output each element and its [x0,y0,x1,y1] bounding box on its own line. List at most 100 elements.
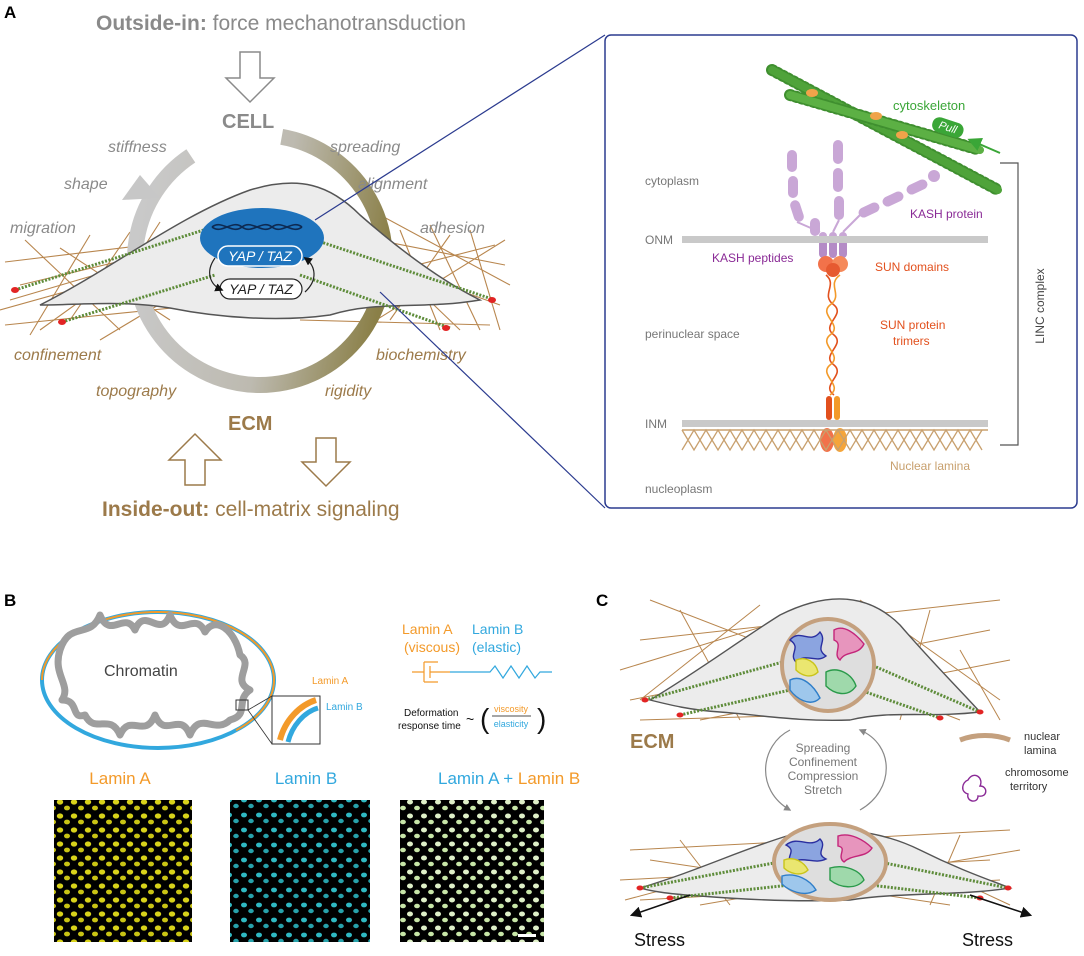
linc-complex-label: LINC complex [1033,268,1047,343]
stress-label-right: Stress [962,930,1013,950]
cycle-arrow-left [765,729,792,811]
yap-taz-cytoplasm-label: YAP / TAZ [229,281,293,297]
down-arrow-brown-icon [300,437,352,488]
sun-transmembrane [820,396,847,452]
inside-out-heading: Inside-out: cell-matrix signaling [102,498,400,521]
yap-taz-nuclear-badge [217,245,303,267]
image-title-merge: Lamin A + Lamin B [438,769,580,788]
micrograph-lamin-a [54,800,192,942]
nuclear-lamina-label: Nuclear lamina [890,459,970,473]
stress-arrow-right [969,894,1033,918]
nuclear-lamina-mesh [681,428,983,452]
cycle-word-2: Compression [788,769,859,783]
sun-domains [818,256,848,277]
actin-filaments [766,64,1004,196]
word-adhesion: adhesion [420,220,485,237]
sun-domains-label: SUN domains [875,260,949,274]
stress-arrow-left [629,894,691,918]
viscous-label: (viscous) [404,639,460,655]
zoom-line-bottom [379,291,606,509]
inm-membrane [682,420,988,427]
word-biochemistry: biochemistry [376,347,467,364]
zoom-box-large [271,695,321,745]
lamin-a-heading: Lamin A [402,621,453,637]
image-title-lamin-a: Lamin A [89,769,151,788]
cycle-word-3: Stretch [804,783,842,797]
tilde-label: ~ [466,711,474,727]
zoom-lamin-a [277,697,318,741]
image-title-lamin-b: Lamin B [275,769,337,788]
yap-taz-nuclear-label: YAP / TAZ [228,248,292,264]
pull-arrow [967,138,1001,154]
ecm-label-c: ECM [630,731,674,753]
lamin-b-small-label: Lamin B [326,702,363,713]
word-migration: migration [10,220,76,237]
chromatin-label: Chromatin [104,663,178,680]
shuttle-arrow-right [303,257,315,293]
onm-label: ONM [645,233,673,247]
dashpot-spring-model [412,661,552,683]
sun-trimers-label-1: SUN protein [880,318,945,332]
down-arrow-icon [224,51,276,104]
zoom-line-b1 [247,695,273,711]
kash-peptides-label: KASH peptides [712,251,793,265]
deformation-label-1: Deformation [404,708,458,719]
sun-trimers-label-2: trimers [893,334,930,348]
panel-c-label: C [596,591,608,610]
scale-bar [518,934,536,937]
cytoplasm-label: cytoplasm [645,174,699,188]
stress-label-left: Stress [634,930,685,950]
elastic-label: (elastic) [472,639,521,655]
cycle-word-1: Confinement [789,755,858,769]
zoom-lamin-b [285,705,319,743]
cycle-arrow-right [858,728,887,811]
focal-adhesions [11,287,496,331]
ecm-label: ECM [228,413,272,435]
inm-label: INM [645,417,667,431]
panel-b-label: B [4,591,16,610]
word-rigidity: rigidity [325,383,372,400]
legend-chrom-1: chromosome [1005,767,1069,779]
zoom-line-top [314,34,606,221]
word-shape: shape [64,176,108,193]
kash-protein-label: KASH protein [910,207,983,221]
micrograph-merge [400,800,544,942]
cycle-word-0: Spreading [796,741,851,755]
word-topography: topography [96,383,177,400]
dna-icon [211,223,303,231]
zoom-line-b2 [247,709,273,745]
nucleoplasm-label: nucleoplasm [645,482,712,496]
legend-lamina-icon [959,733,1011,743]
viscosity-label: viscosity [494,704,529,714]
lamin-b-heading: Lamin B [472,621,523,637]
cell-spread-top [619,598,1011,722]
elasticity-label: elasticity [494,719,529,729]
cell-label: CELL [222,111,274,133]
chromosome-territory-icon [962,774,987,802]
kash-links [796,212,863,233]
legend-chrom-2: territory [1010,781,1048,793]
nucleus-outline-orange [41,611,275,749]
perinuclear-label: perinuclear space [645,327,740,341]
up-arrow-icon [167,432,223,486]
word-alignment: alignment [358,176,428,193]
ring-arrowhead-icon [122,175,160,200]
onm-membrane [682,236,988,243]
word-spreading: spreading [330,139,400,156]
word-stiffness: stiffness [108,139,167,156]
sun-coiled-coil [825,274,841,396]
shuttle-arrow-left [209,257,224,292]
cytoskeleton-label: cytoskeleton [893,98,965,113]
paren-right: ) [537,703,546,734]
legend-lamina-2: lamina [1024,745,1057,757]
outside-in-heading: Outside-in: force mechanotransduction [96,12,466,35]
stress-fibers [14,226,496,330]
cell-stretched-bottom [619,822,1021,906]
pull-label: Pull [937,119,959,136]
micrograph-lamin-b [230,800,370,942]
linc-bracket [1000,162,1019,446]
paren-left: ( [480,703,490,734]
pull-badge [932,117,964,138]
zoom-box-small [235,699,249,711]
